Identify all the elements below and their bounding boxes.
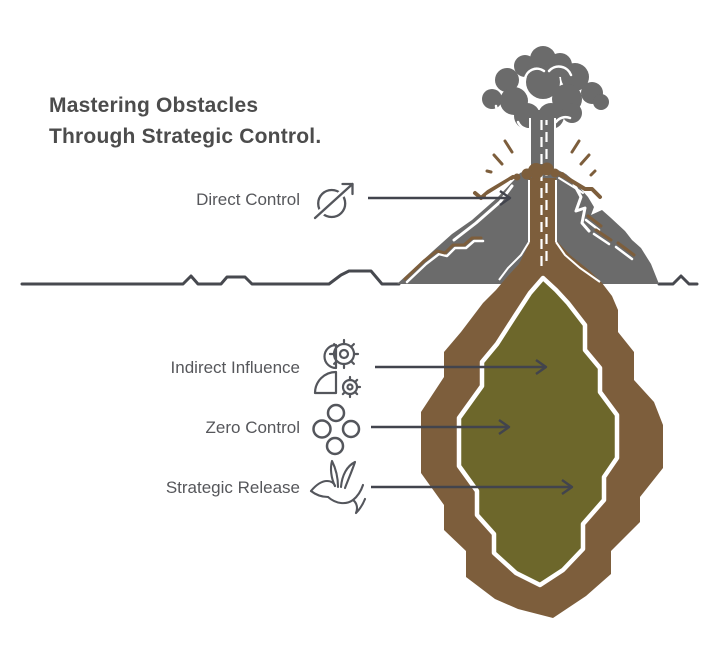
flank-ridges (403, 214, 636, 281)
lava-mound (513, 162, 565, 181)
ground-line (20, 269, 699, 286)
label-direct-control: Direct Control (196, 190, 300, 209)
title-line-2: Through Strategic Control. (49, 125, 322, 148)
label-strategic-release: Strategic Release (165, 478, 300, 497)
smoke-cloud-highlights (494, 65, 573, 131)
crater-rim (473, 172, 602, 200)
pointer-arrows (368, 190, 574, 495)
label-zero-control: Zero Control (205, 418, 300, 437)
label-icons (309, 180, 367, 515)
crater-rim-highlights (486, 177, 584, 197)
column-conduit-lines (498, 118, 601, 283)
arrow-indirect-influence (375, 359, 548, 375)
circle-arrow-icon (311, 180, 356, 222)
person-gears-icon (313, 338, 362, 399)
hummingbird-icon (309, 459, 367, 515)
four-circles-icon (312, 403, 361, 456)
eruption-sparks (485, 139, 597, 177)
magma-chamber-inner (456, 275, 620, 588)
page-title: Mastering Obstacles Through Strategic Co… (49, 90, 321, 152)
arrow-strategic-release (371, 479, 574, 495)
arrow-direct-control (368, 190, 512, 206)
ground-line-left (20, 269, 401, 286)
arrow-zero-control (371, 419, 511, 435)
title-line-1: Mastering Obstacles (49, 94, 259, 117)
ground-line-right (657, 274, 699, 286)
label-indirect-influence: Indirect Influence (170, 358, 300, 377)
